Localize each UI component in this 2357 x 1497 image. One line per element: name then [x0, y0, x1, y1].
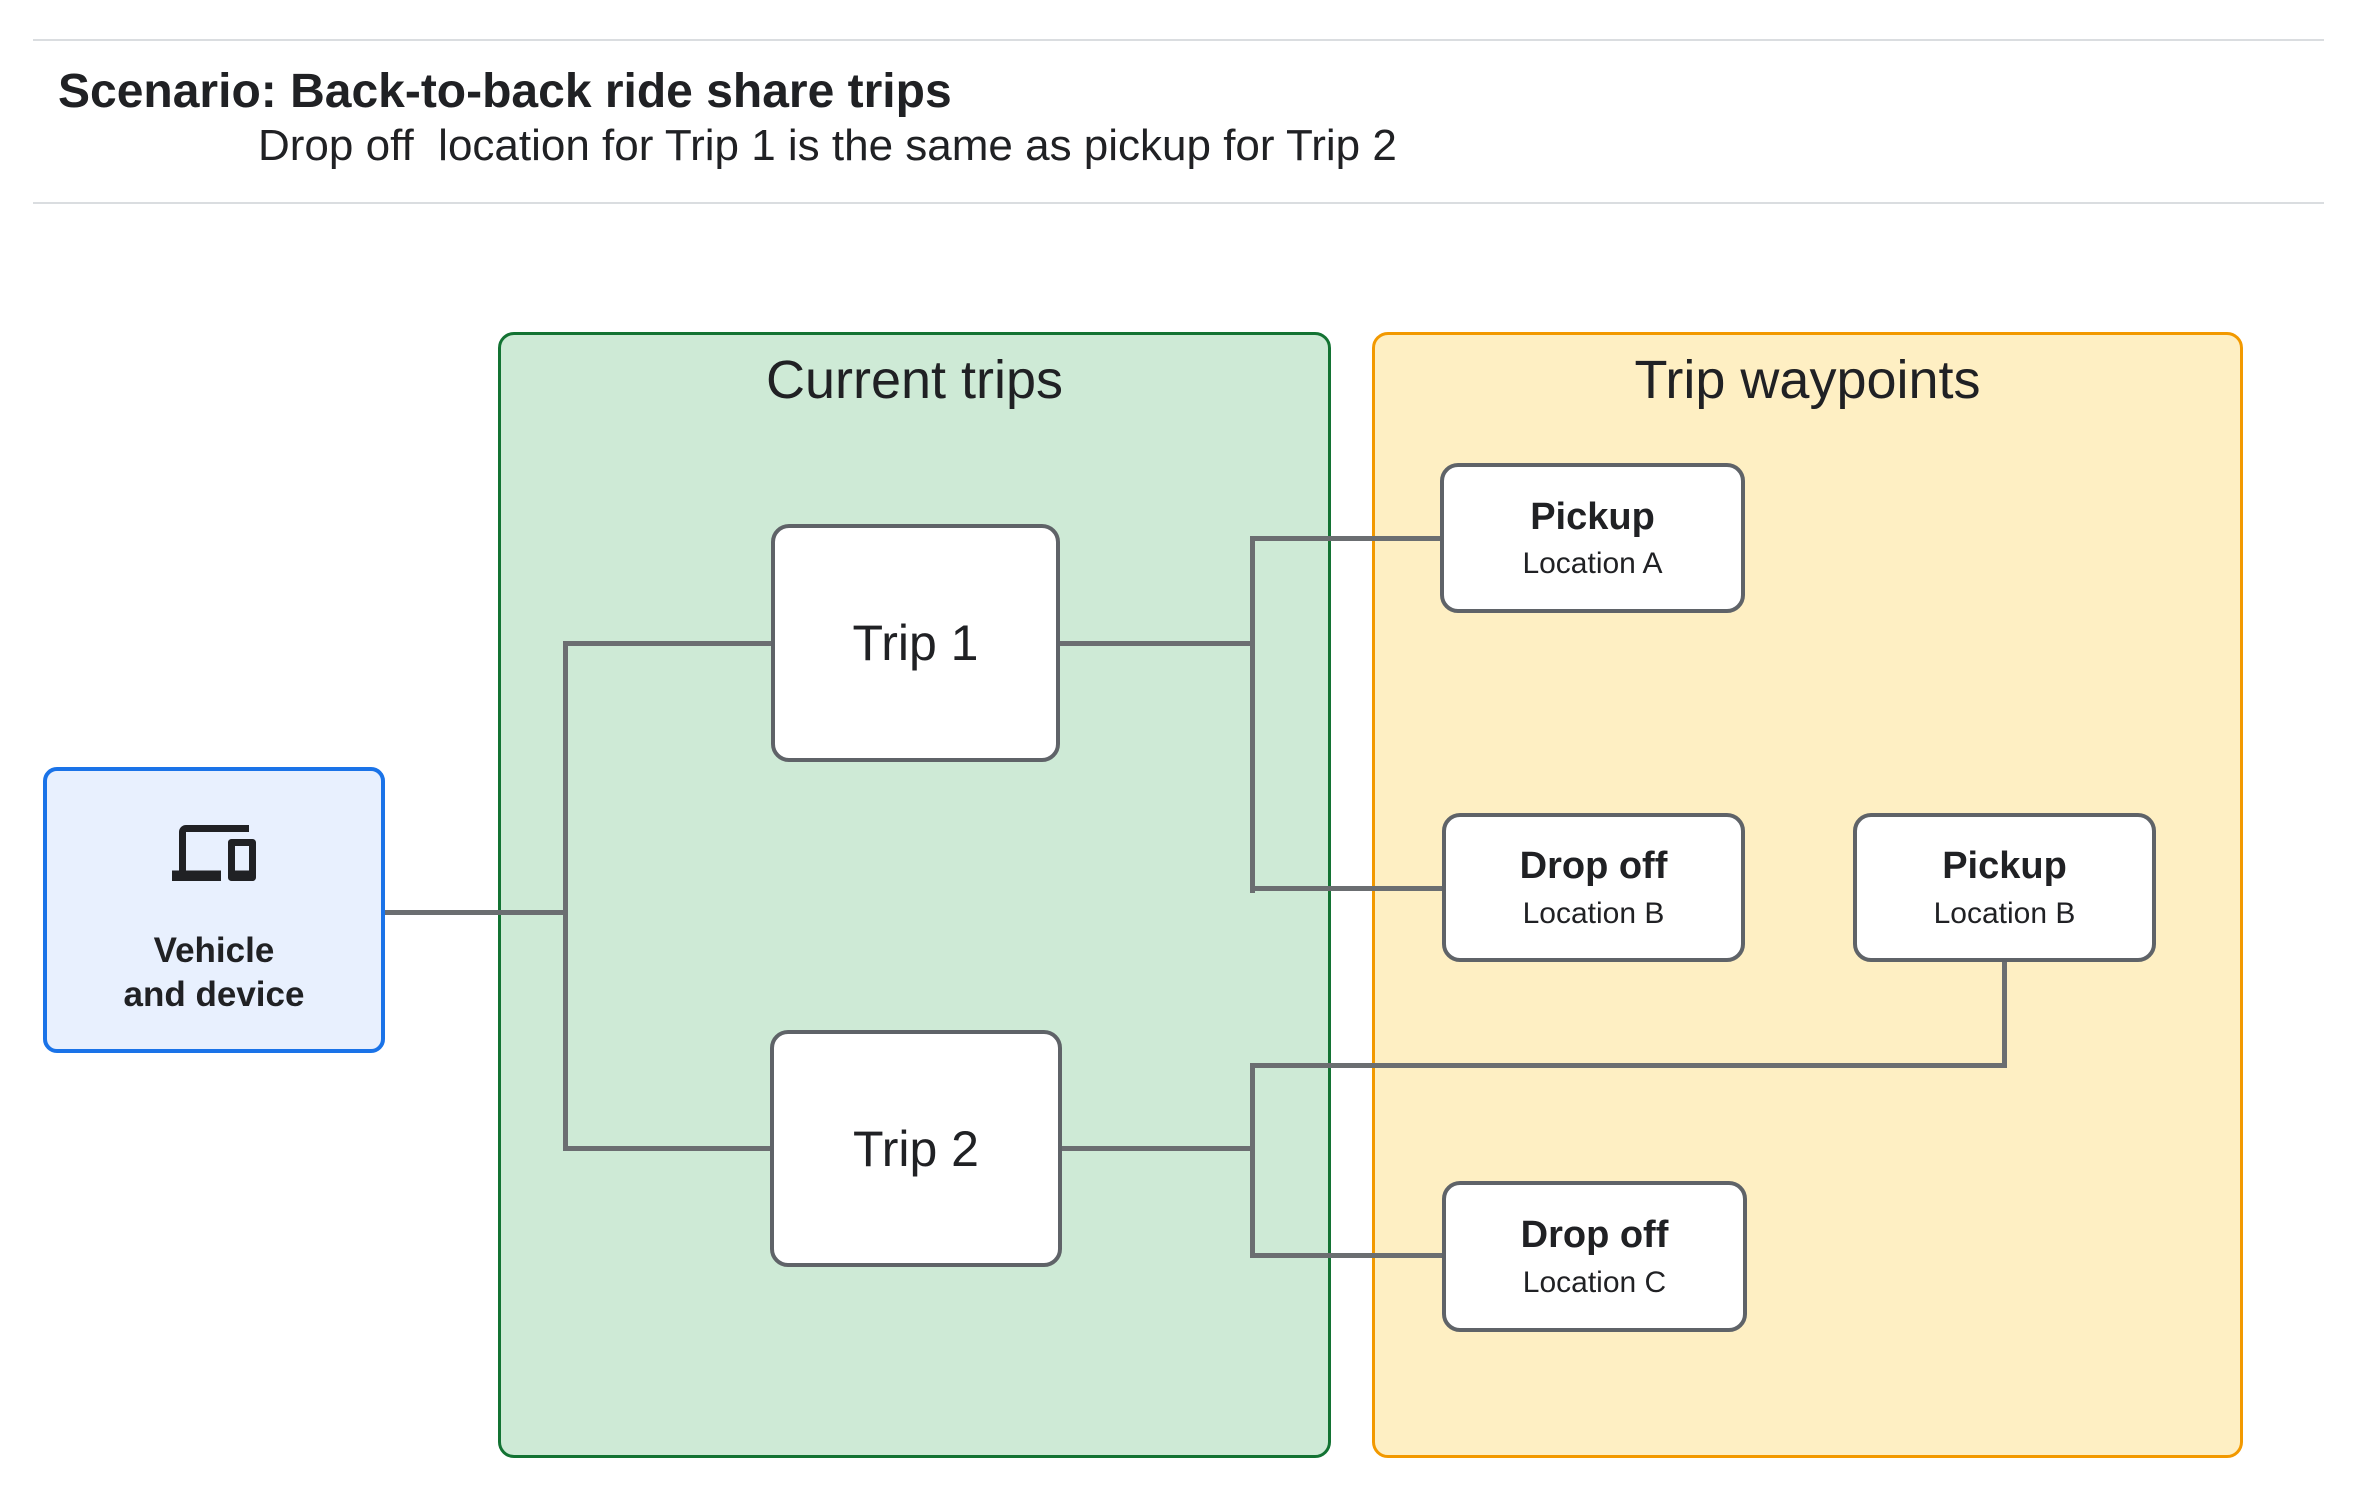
vehicle-label-line1: Vehicle — [153, 931, 275, 970]
connector-pickup-b-drop — [2002, 962, 2007, 1068]
connector-to-dropoff-c — [1250, 1253, 1442, 1258]
trip2-node: Trip 2 — [770, 1030, 1062, 1267]
connector-branch-vertical — [563, 641, 568, 1151]
connector-to-pickup-a — [1250, 536, 1440, 541]
dropoff-c-subtitle: Location C — [1522, 1265, 1667, 1299]
page-title: Scenario: Back-to-back ride share trips — [58, 65, 952, 118]
connector-vehicle-to-branch — [385, 910, 568, 915]
connector-to-dropoff-b — [1250, 886, 1442, 891]
pickup-a-subtitle: Location A — [1522, 547, 1663, 581]
current-trips-group: Current trips — [498, 332, 1331, 1458]
trip1-label: Trip 1 — [852, 615, 979, 671]
vehicle-label-line2: and device — [123, 974, 305, 1014]
connector-trip2-waypoint-vertical — [1250, 1063, 1255, 1258]
pickup-location-a-node: Pickup Location A — [1440, 463, 1745, 613]
vehicle-node: Vehicle and device — [43, 767, 385, 1053]
dropoff-c-title: Drop off — [1520, 1214, 1669, 1257]
trip1-node: Trip 1 — [771, 524, 1060, 762]
current-trips-title: Current trips — [765, 350, 1064, 410]
dropoff-location-b-node: Drop off Location B — [1442, 813, 1745, 962]
top-divider — [33, 39, 2324, 41]
devices-icon — [172, 825, 256, 881]
vehicle-node-label: Vehicle and device — [124, 929, 305, 1017]
header-divider — [33, 202, 2324, 204]
pickup-b-subtitle: Location B — [1933, 896, 2076, 930]
page-subtitle: Drop off location for Trip 1 is the same… — [258, 121, 1397, 170]
pickup-a-title: Pickup — [1530, 495, 1655, 538]
trip2-label: Trip 2 — [853, 1120, 979, 1177]
dropoff-b-subtitle: Location B — [1522, 896, 1665, 930]
trip-waypoints-title: Trip waypoints — [1634, 350, 1981, 410]
connector-trip1-waypoint-vertical — [1250, 536, 1255, 893]
dropoff-location-c-node: Drop off Location C — [1442, 1181, 1747, 1332]
pickup-location-b-node: Pickup Location B — [1853, 813, 2156, 962]
dropoff-b-title: Drop off — [1519, 845, 1668, 888]
connector-trip2-to-bus — [1062, 1146, 1252, 1151]
pickup-b-title: Pickup — [1942, 845, 2067, 888]
connector-trip1-to-waypoint-bus — [1060, 641, 1255, 646]
connector-branch-to-trip1 — [563, 641, 771, 646]
connector-branch-to-trip2 — [563, 1146, 770, 1151]
connector-pickup-b-to-trip2-bus — [1250, 1063, 2007, 1068]
